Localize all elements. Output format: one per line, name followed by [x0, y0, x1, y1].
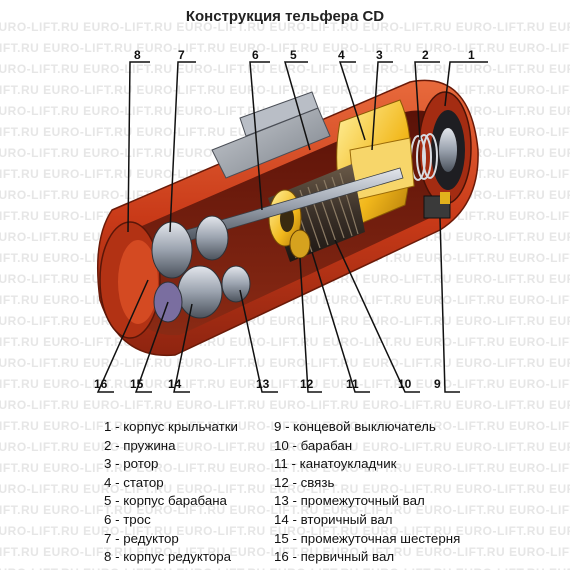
legend-item-4: 4 - статор: [104, 474, 164, 490]
gear-train: [151, 215, 251, 323]
callout-4: 4: [338, 48, 345, 62]
coupling: [289, 229, 311, 259]
callout-16: 16: [94, 377, 108, 391]
hoist-body: [96, 79, 479, 357]
leader-line-15: [134, 301, 169, 393]
legend-item-10: 10 - барабан: [274, 437, 353, 453]
legend-item-2: 2 - пружина: [104, 437, 176, 453]
leader-line-11: [311, 251, 370, 393]
leader-line-3: [371, 61, 393, 151]
legend-right: 9 - концевой выключатель 10 - барабан 11…: [274, 418, 460, 567]
legend-left: 1 - корпус крыльчатки 2 - пружина 3 - ро…: [104, 418, 238, 567]
callout-numbers: 1 2 3 4 5 6 7 8 9 10 11 12 13 14 15 16: [94, 48, 475, 391]
legend-item-16: 16 - первичный вал: [274, 549, 395, 565]
legend-item-11: 11 - канатоукладчик: [274, 456, 397, 472]
callout-9: 9: [434, 377, 441, 391]
leader-line-16: [96, 279, 149, 393]
legend-item-14: 14 - вторичный вал: [274, 511, 393, 527]
callout-12: 12: [300, 377, 314, 391]
leader-line-5: [284, 61, 311, 151]
callout-13: 13: [256, 377, 270, 391]
leader-line-6: [249, 61, 270, 211]
leader-line-1: [444, 61, 488, 107]
callout-14: 14: [168, 377, 182, 391]
callout-3: 3: [376, 48, 383, 62]
callout-8: 8: [134, 48, 141, 62]
legend-item-15: 15 - промежуточная шестерня: [274, 530, 461, 546]
callout-7: 7: [178, 48, 185, 62]
legend-item-12: 12 - связь: [274, 474, 335, 490]
legend-item-13: 13 - промежуточный вал: [274, 493, 425, 509]
leader-line-12: [299, 257, 322, 393]
leader-line-4: [338, 61, 366, 141]
legend-item-3: 3 - ротор: [104, 456, 159, 472]
leader-line-7: [169, 61, 196, 233]
legend-item-5: 5 - корпус барабана: [104, 493, 227, 509]
leader-line-10: [334, 239, 420, 393]
leader-line-8: [127, 61, 150, 233]
leader-line-13: [239, 289, 278, 393]
legend-item-8: 8 - корпус редуктора: [104, 549, 232, 565]
callout-15: 15: [130, 377, 144, 391]
legend-item-6: 6 - трос: [104, 511, 151, 527]
leader-line-2: [414, 61, 440, 141]
legend-item-1: 1 - корпус крыльчатки: [104, 419, 238, 434]
callout-6: 6: [252, 48, 259, 62]
callout-11: 11: [346, 377, 359, 391]
page-title: Конструкция тельфера CD: [185, 8, 385, 25]
leader-line-9: [439, 217, 460, 393]
legend-item-7: 7 - редуктор: [104, 530, 179, 546]
callout-10: 10: [398, 377, 412, 391]
legend-item-9: 9 - концевой выключатель: [274, 419, 436, 434]
leader-lines: [96, 61, 488, 393]
leader-line-14: [173, 303, 193, 393]
callout-1: 1: [468, 48, 475, 62]
callout-2: 2: [422, 48, 429, 62]
callout-5: 5: [290, 48, 297, 62]
